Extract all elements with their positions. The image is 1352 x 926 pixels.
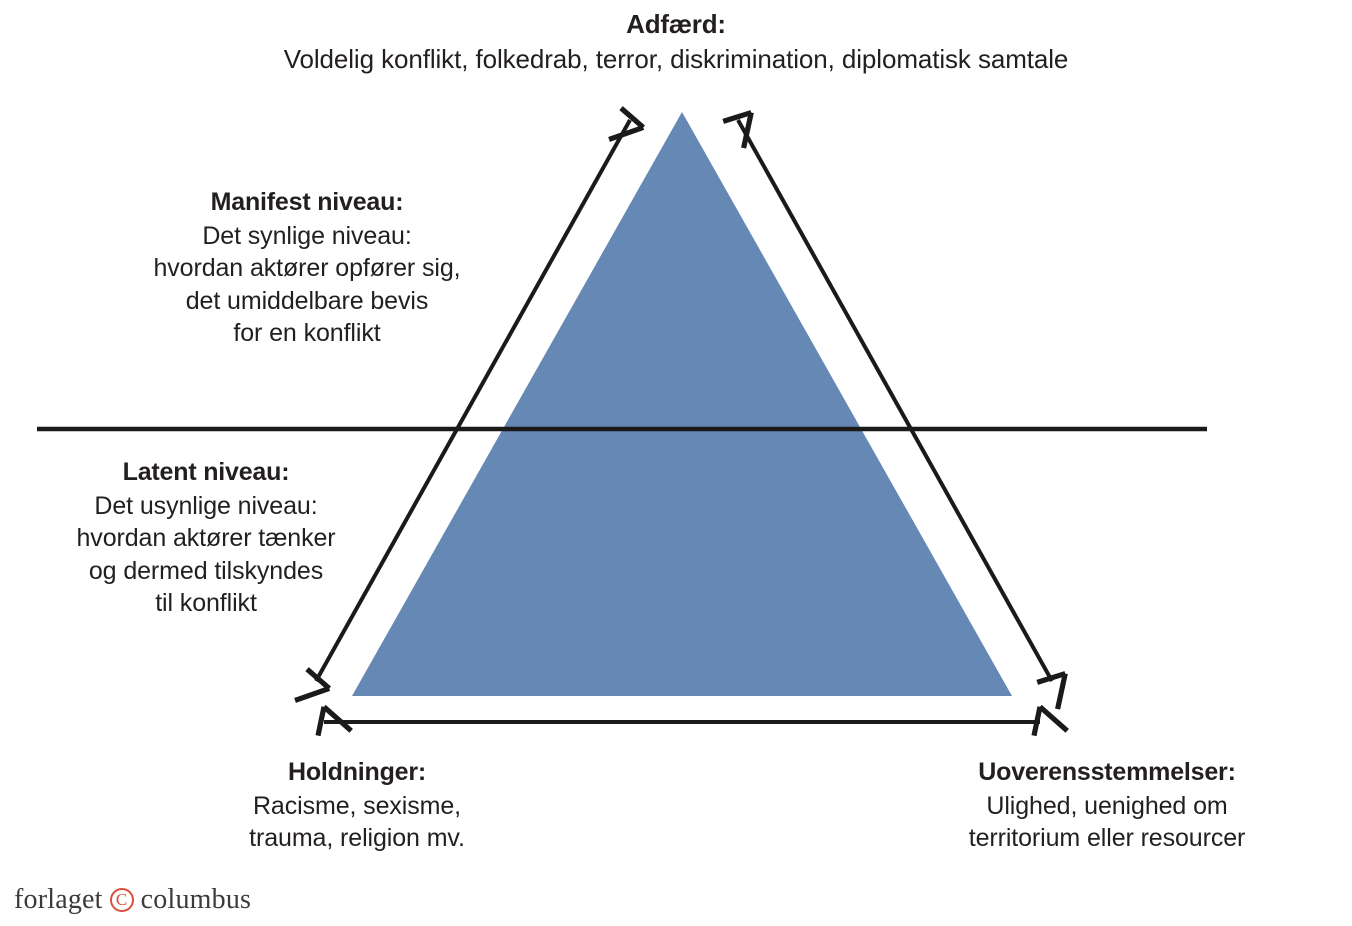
manifest-line-2: hvordan aktører opfører sig, bbox=[153, 254, 461, 282]
behaviour-body: Voldelig konflikt, folkedrab, terror, di… bbox=[283, 43, 1069, 74]
manifest-line-4: for en konflikt bbox=[233, 319, 381, 347]
latent-line-2: hvordan aktører tænker bbox=[76, 524, 336, 552]
contradictions-heading: Uoverensstemmelser: bbox=[978, 758, 1236, 786]
contradictions-line-2: territorium eller resourcer bbox=[968, 824, 1246, 852]
latent-heading: Latent niveau: bbox=[122, 458, 290, 486]
contradictions-label-block: Uoverensstemmelser: Ulighed, uenighed om… bbox=[872, 756, 1342, 855]
attitudes-label-block: Holdninger: Racisme, sexisme, trauma, re… bbox=[122, 756, 592, 855]
copyright-circle-icon: C bbox=[109, 888, 134, 912]
behaviour-heading: Adfærd: bbox=[626, 9, 726, 39]
attitudes-line-1: Racisme, sexisme, bbox=[252, 791, 462, 820]
latent-level-label-block: Latent niveau: Det usynlige niveau: hvor… bbox=[0, 456, 426, 620]
contradictions-line-1: Ulighed, uenighed om bbox=[986, 791, 1228, 820]
publisher-logo: forlaget C columbus bbox=[14, 884, 251, 916]
latent-line-3: og dermed tilskyndes bbox=[88, 556, 324, 585]
latent-line-4: til konflikt bbox=[155, 589, 257, 617]
attitudes-line-2: trauma, religion mv. bbox=[249, 824, 465, 852]
manifest-level-label-block: Manifest niveau: Det synlige niveau: hvo… bbox=[72, 186, 542, 350]
behaviour-label-block: Adfærd: Voldelig konflikt, folkedrab, te… bbox=[0, 8, 1352, 77]
attitudes-heading: Holdninger: bbox=[287, 758, 427, 786]
latent-line-1: Det usynlige niveau: bbox=[94, 491, 318, 520]
left-diagonal-arrow bbox=[294, 106, 645, 703]
publisher-logo-word-after: columbus bbox=[140, 884, 252, 915]
manifest-heading: Manifest niveau: bbox=[210, 188, 404, 216]
publisher-logo-word-before: forlaget bbox=[14, 884, 103, 915]
right-diagonal-arrow bbox=[722, 110, 1068, 710]
manifest-line-1: Det synlige niveau: bbox=[202, 221, 412, 250]
manifest-line-3: det umiddelbare bevis bbox=[185, 286, 429, 315]
